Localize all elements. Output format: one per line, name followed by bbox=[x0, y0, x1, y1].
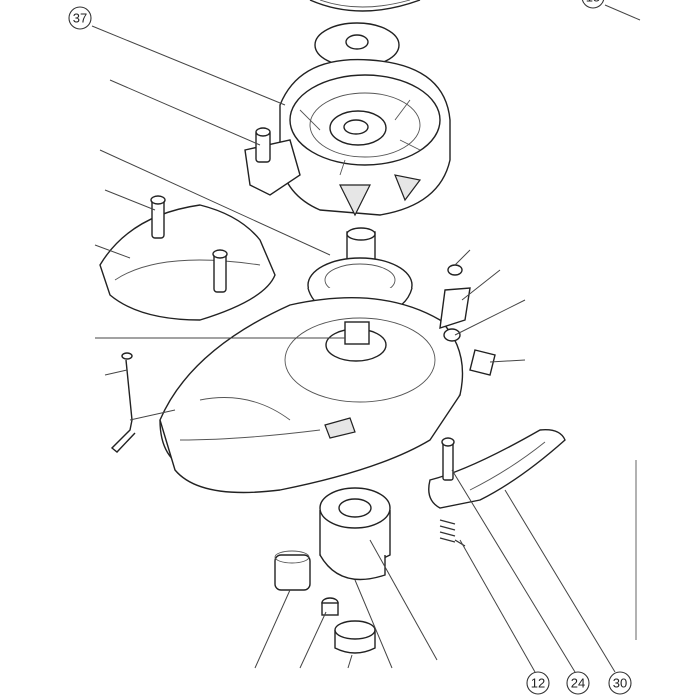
washer-part bbox=[314, 22, 400, 68]
small-lever-part bbox=[439, 264, 496, 376]
leader-lines bbox=[91, 4, 641, 673]
top-disc-part bbox=[309, 0, 421, 12]
bushing-part bbox=[321, 597, 339, 616]
side-cover-part bbox=[99, 195, 276, 321]
callout-30-label: 30 bbox=[613, 676, 627, 691]
gear-housing-part bbox=[279, 58, 451, 217]
callout-37: 37 bbox=[68, 6, 92, 30]
callout-24-label: 24 bbox=[571, 676, 585, 691]
callout-30: 30 bbox=[608, 671, 632, 695]
base-housing-part bbox=[159, 297, 464, 494]
bearing-part bbox=[274, 550, 311, 591]
spring-part bbox=[439, 519, 466, 547]
callout-24: 24 bbox=[566, 671, 590, 695]
lever-arm-part bbox=[428, 429, 566, 509]
pin-part bbox=[110, 352, 136, 453]
sleeve-part bbox=[334, 620, 376, 654]
roller-part bbox=[319, 487, 391, 581]
callout-15-label: 15 bbox=[586, 0, 600, 5]
callout-12-label: 12 bbox=[531, 676, 545, 691]
callout-12: 12 bbox=[526, 671, 550, 695]
callout-15: 15 bbox=[581, 0, 605, 9]
bracket-bolt-part bbox=[244, 127, 301, 196]
callout-37-label: 37 bbox=[73, 11, 87, 26]
